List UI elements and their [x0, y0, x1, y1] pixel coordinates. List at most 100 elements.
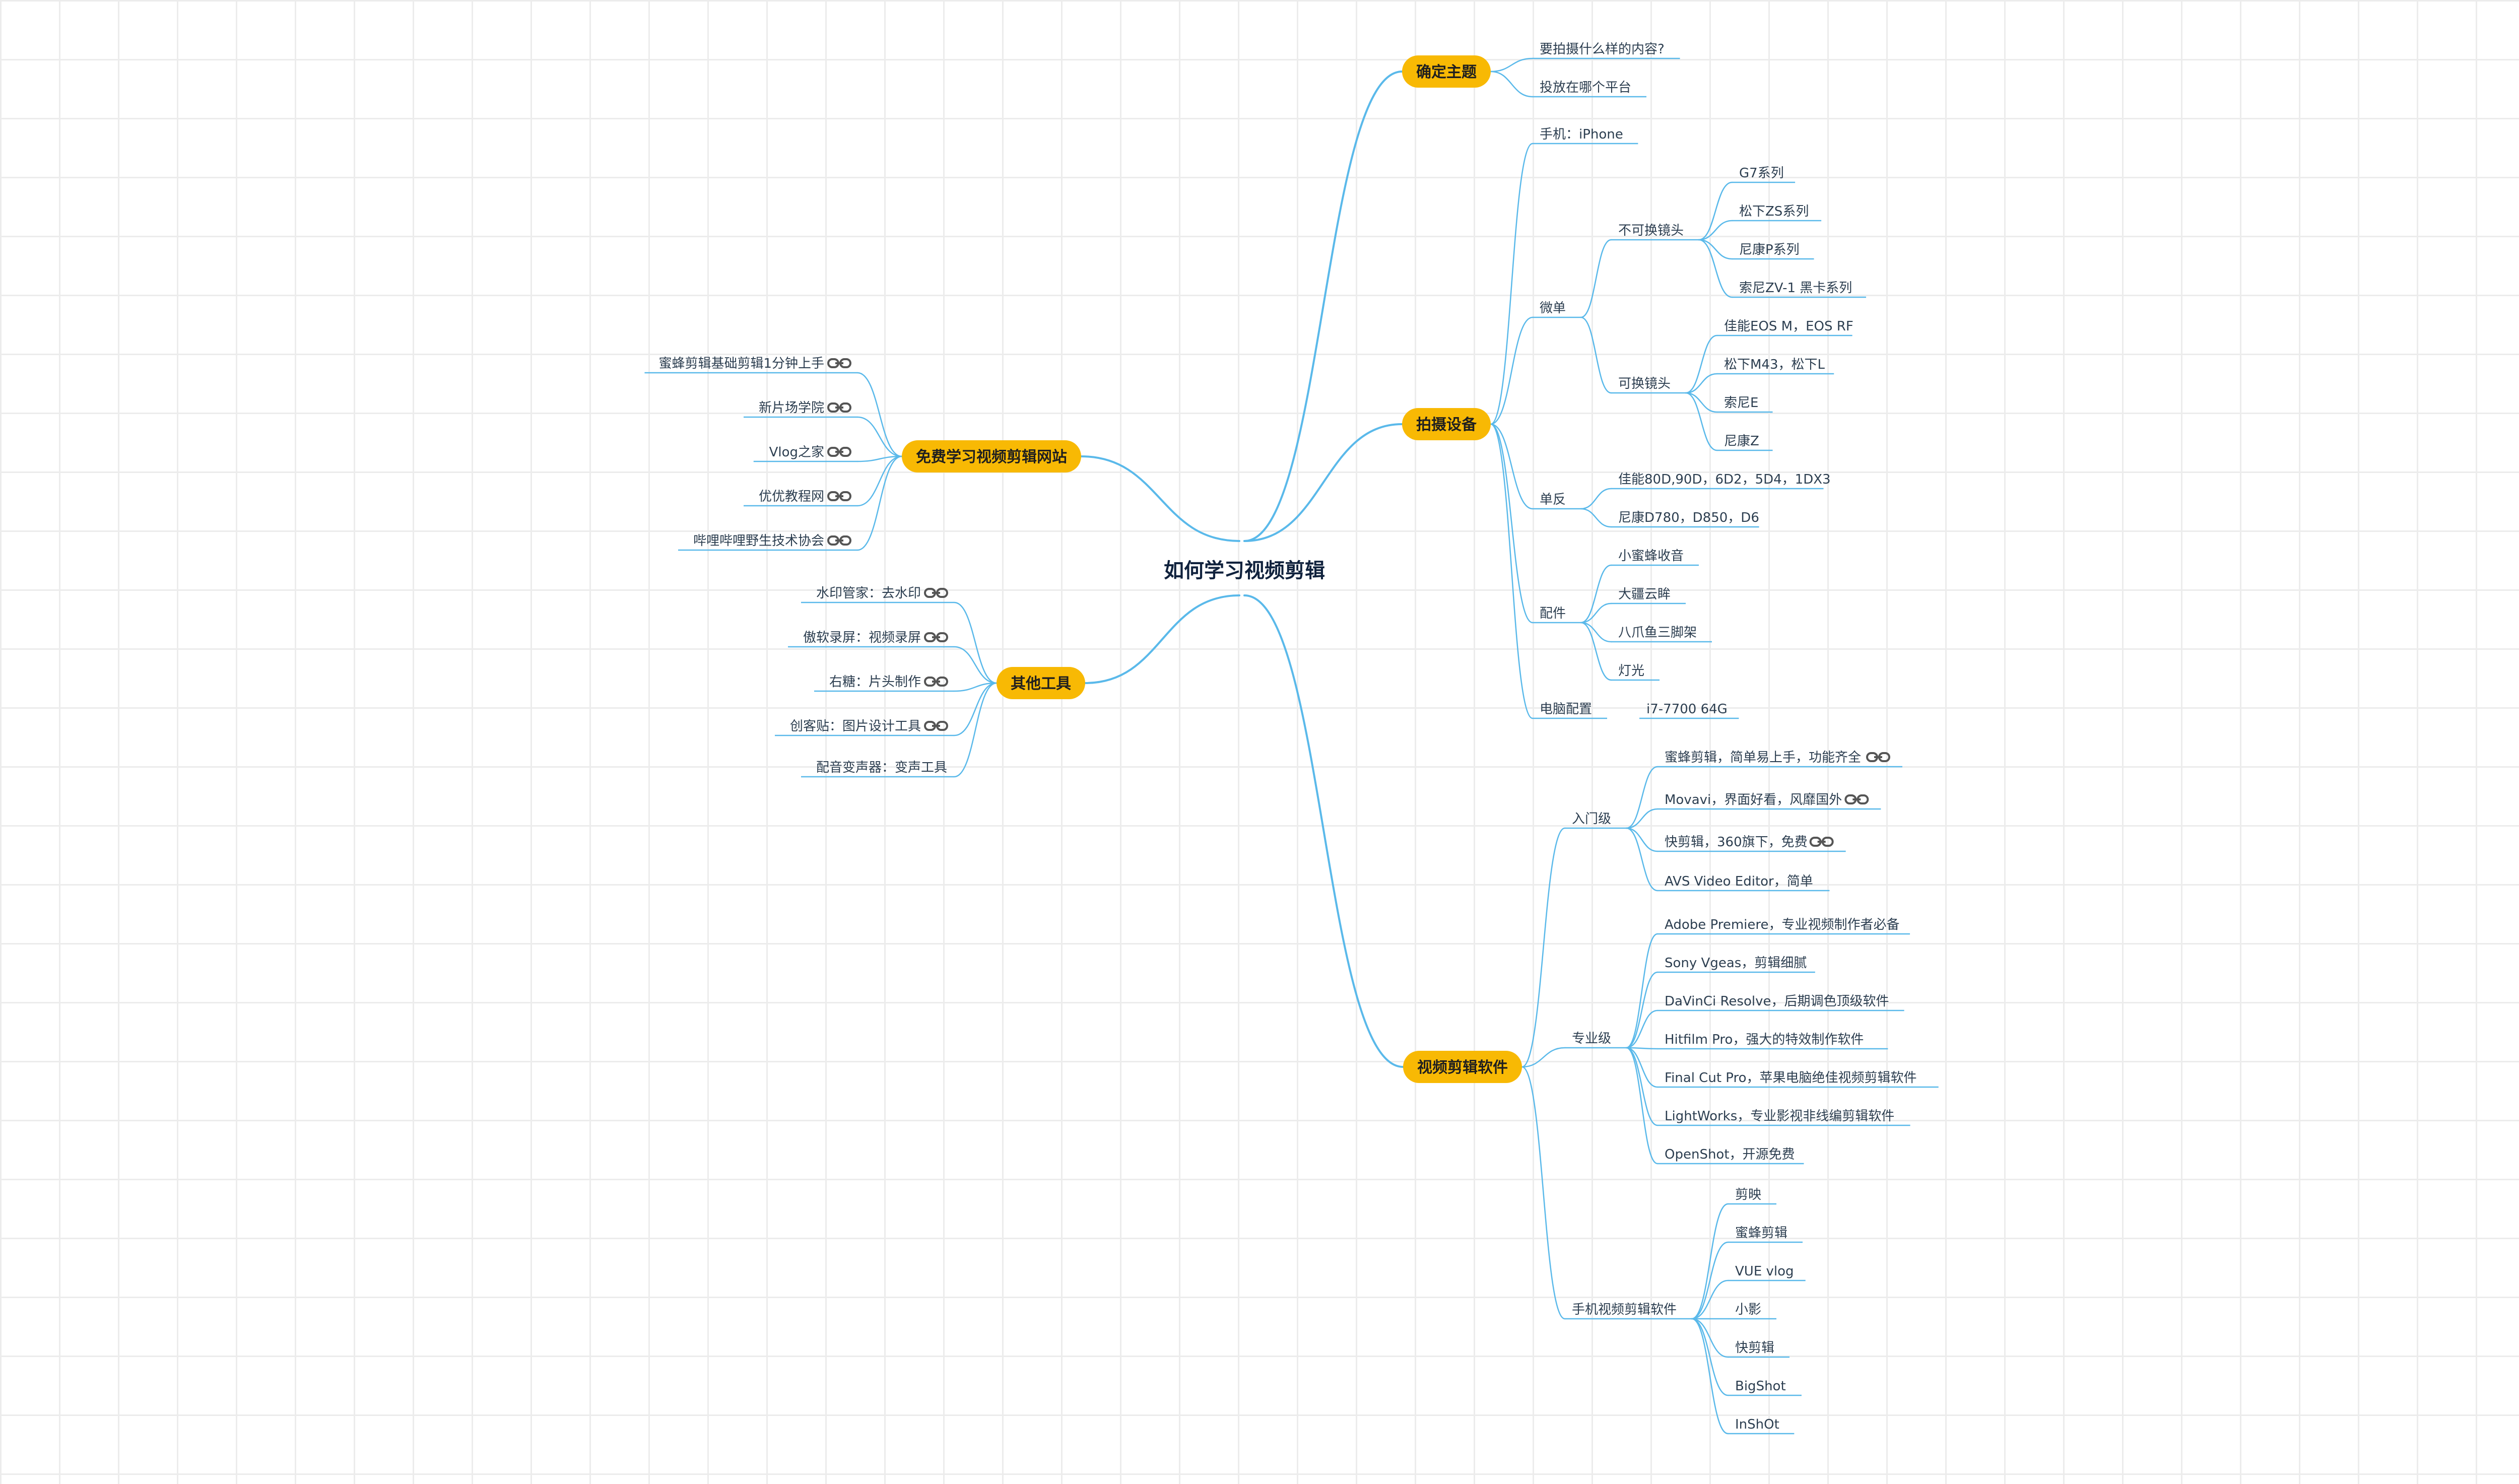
gear-pc-value-label: i7-7700 64G [1646, 702, 1728, 717]
software-pro-item: DaVinCi Resolve，后期调色顶级软件 [1665, 994, 1889, 1009]
software-beginner-item[interactable]: 快剪辑，360旗下，免费 [1665, 835, 1834, 850]
website-item-label: 新片场学院 [759, 400, 824, 416]
software-beginner-item[interactable]: Movavi，界面好看，风靡国外 [1665, 792, 1869, 807]
connector-lines [644, 57, 1939, 1435]
software-pro-item: Sony Vgeas，剪辑细腻 [1665, 956, 1807, 971]
gear-accessories: 配件 [1540, 606, 1566, 621]
website-item-label: 蜜蜂剪辑基础剪辑1分钟上手 [658, 356, 824, 371]
branch-software-label: 视频剪辑软件 [1417, 1059, 1508, 1076]
software-mobile-item-label: InShOt [1735, 1417, 1779, 1432]
gear-interchangeable-item: 索尼E [1724, 395, 1758, 411]
tool-item[interactable]: 水印管家：去水印 [816, 586, 948, 601]
software-pro-item: Adobe Premiere，专业视频制作者必备 [1665, 917, 1900, 932]
gear-pc-label: 电脑配置 [1540, 702, 1592, 717]
software-mobile-item: 小影 [1735, 1302, 1761, 1317]
link-icon[interactable] [827, 447, 851, 457]
gear-interchangeable-lens: 可换镜头 [1618, 376, 1671, 391]
software-beginner-item-label: 蜜蜂剪辑，简单易上手，功能齐全 [1665, 750, 1861, 765]
branch-tools[interactable]: 其他工具 [997, 667, 1085, 699]
gear-interchangeable-item-label: 松下M43，松下L [1724, 357, 1825, 372]
website-item-label: Vlog之家 [769, 445, 824, 460]
software-pro-item-label: Final Cut Pro，苹果电脑绝佳视频剪辑软件 [1665, 1070, 1917, 1086]
branch-topic-label: 确定主题 [1416, 63, 1477, 81]
link-icon[interactable] [924, 677, 948, 687]
software-mobile-item: VUE vlog [1735, 1264, 1794, 1279]
tool-item-label: 水印管家：去水印 [816, 586, 921, 601]
gear-interchangeable-item-label: 尼康Z [1724, 434, 1759, 449]
link-icon[interactable] [827, 535, 851, 546]
gear-fixed-item-label: G7系列 [1739, 166, 1784, 181]
software-pro-item-label: Adobe Premiere，专业视频制作者必备 [1665, 917, 1900, 932]
branch-software[interactable]: 视频剪辑软件 [1403, 1051, 1522, 1083]
software-mobile-item: InShOt [1735, 1417, 1779, 1432]
branch-tools-label: 其他工具 [1011, 675, 1071, 693]
software-mobile-item-label: 快剪辑 [1735, 1340, 1774, 1356]
gear-accessory-item: 灯光 [1618, 663, 1644, 679]
software-beginner-label: 入门级 [1572, 812, 1611, 827]
link-icon[interactable] [827, 402, 851, 413]
tool-item-label: 配音变声器：变声工具 [816, 760, 947, 775]
topic-platform-label: 投放在哪个平台 [1540, 80, 1631, 95]
gear-dslr: 单反 [1540, 492, 1566, 507]
software-pro: 专业级 [1572, 1031, 1611, 1046]
link-icon[interactable] [827, 491, 851, 501]
software-beginner-item: AVS Video Editor，简单 [1665, 874, 1813, 889]
topic-platform: 投放在哪个平台 [1540, 80, 1631, 95]
gear-accessory-item: 大疆云眸 [1618, 587, 1671, 602]
website-item[interactable]: 蜜蜂剪辑基础剪辑1分钟上手 [658, 356, 851, 371]
central-topic[interactable]: 如何学习视频剪辑 [1164, 559, 1325, 582]
gear-interchangeable-item: 松下M43，松下L [1724, 357, 1825, 372]
link-icon[interactable] [827, 358, 851, 368]
branch-websites[interactable]: 免费学习视频剪辑网站 [902, 440, 1081, 473]
gear-accessory-item-label: 灯光 [1618, 663, 1644, 679]
central-topic-label: 如何学习视频剪辑 [1164, 559, 1325, 582]
software-pro-label: 专业级 [1572, 1031, 1611, 1046]
gear-fixed-lens: 不可换镜头 [1618, 223, 1684, 238]
branch-topic[interactable]: 确定主题 [1402, 55, 1491, 88]
gear-accessories-label: 配件 [1540, 606, 1566, 621]
software-beginner-item-label: Movavi，界面好看，风靡国外 [1665, 792, 1842, 807]
software-mobile: 手机视频剪辑软件 [1572, 1302, 1677, 1317]
gear-interchangeable-lens-label: 可换镜头 [1618, 376, 1671, 391]
branch-websites-label: 免费学习视频剪辑网站 [916, 448, 1067, 466]
gear-fixed-item: 索尼ZV-1 黑卡系列 [1739, 281, 1852, 296]
website-item-label: 哔哩哔哩野生技术协会 [693, 533, 824, 549]
link-icon[interactable] [1809, 837, 1834, 847]
software-mobile-item-label: 蜜蜂剪辑 [1735, 1226, 1787, 1241]
gear-pc-value: i7-7700 64G [1646, 702, 1728, 717]
software-beginner-item[interactable]: 蜜蜂剪辑，简单易上手，功能齐全 [1665, 750, 1890, 765]
website-item[interactable]: 优优教程网 [759, 489, 851, 504]
tool-item[interactable]: 右糖：片头制作 [829, 674, 948, 690]
website-item[interactable]: 新片场学院 [759, 400, 851, 416]
software-pro-item-label: OpenShot，开源免费 [1665, 1147, 1795, 1162]
topic-content: 要拍摄什么样的内容? [1540, 42, 1665, 57]
software-pro-item: Final Cut Pro，苹果电脑绝佳视频剪辑软件 [1665, 1070, 1917, 1086]
website-item[interactable]: 哔哩哔哩野生技术协会 [693, 533, 851, 549]
gear-fixed-lens-label: 不可换镜头 [1618, 223, 1684, 238]
tool-item: 配音变声器：变声工具 [816, 760, 947, 775]
gear-mirrorless-label: 微单 [1540, 301, 1566, 316]
tool-item[interactable]: 傲软录屏：视频录屏 [803, 630, 948, 645]
website-item[interactable]: Vlog之家 [769, 445, 851, 460]
software-mobile-item-label: BigShot [1735, 1379, 1786, 1394]
gear-mirrorless: 微单 [1540, 301, 1566, 316]
gear-accessory-item-label: 大疆云眸 [1618, 587, 1671, 602]
gear-fixed-item: G7系列 [1739, 166, 1784, 181]
link-icon[interactable] [1844, 794, 1869, 804]
link-icon[interactable] [924, 632, 948, 642]
link-icon[interactable] [924, 588, 948, 598]
gear-dslr-item: 佳能80D,90D，6D2，5D4，1DX3 [1618, 472, 1831, 487]
gear-dslr-item: 尼康D780，D850，D6 [1618, 510, 1759, 525]
gear-accessory-item: 小蜜蜂收音 [1618, 549, 1684, 564]
tool-item[interactable]: 创客贴：图片设计工具 [790, 719, 948, 734]
gear-dslr-label: 单反 [1540, 492, 1566, 507]
gear-dslr-item-label: 尼康D780，D850，D6 [1618, 510, 1759, 525]
link-icon[interactable] [924, 721, 948, 731]
software-pro-item: Hitfilm Pro，强大的特效制作软件 [1665, 1032, 1864, 1047]
link-icon[interactable] [1866, 752, 1890, 762]
software-mobile-item: BigShot [1735, 1379, 1786, 1394]
gear-fixed-item-label: 索尼ZV-1 黑卡系列 [1739, 281, 1852, 296]
branch-gear[interactable]: 拍摄设备 [1402, 408, 1491, 440]
